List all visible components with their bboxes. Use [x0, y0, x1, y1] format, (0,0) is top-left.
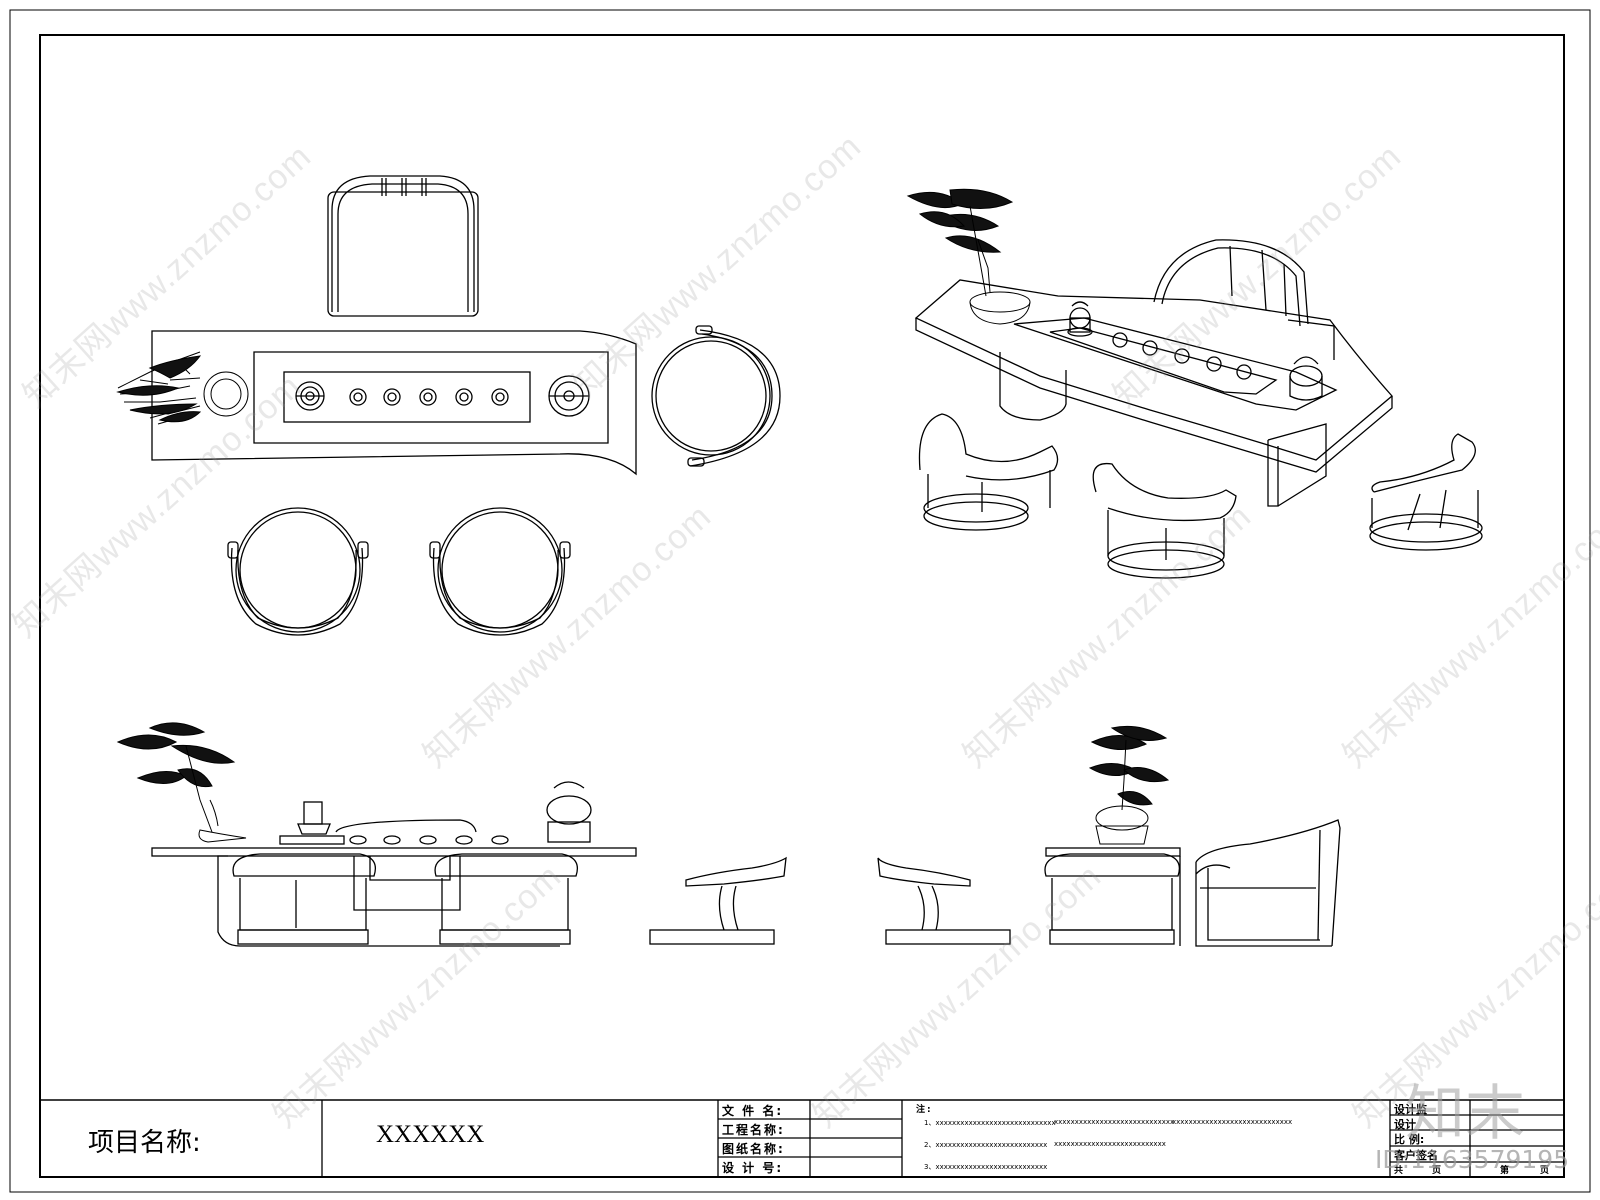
plan-chair-top — [327, 175, 479, 317]
front-plant-icon — [116, 722, 247, 843]
perspective-view — [906, 188, 1483, 579]
title-block — [40, 1099, 1564, 1177]
front-stool-right — [434, 853, 579, 945]
plan-chair-right — [651, 325, 781, 467]
front-side-chair-2 — [877, 857, 1011, 945]
plan-table-top — [151, 330, 637, 476]
sheet-page-label: 页 — [1540, 1166, 1550, 1176]
sheet-label: 第 — [1500, 1166, 1510, 1176]
note-1c: xxxxxxxxxxxxxxxxxxxxxxxxxxxxx — [1172, 1118, 1293, 1126]
perspective-chair-2 — [1092, 462, 1237, 579]
note-1a: 1、xxxxxxxxxxxxxxxxxxxxxxxxxxxxx — [924, 1119, 1056, 1127]
side-armchair — [1195, 819, 1341, 947]
client-sign-label: 客户签名 — [1394, 1149, 1438, 1162]
side-plant-icon — [1088, 725, 1170, 845]
notes-label: 注: — [916, 1105, 933, 1115]
scale-label: 比 例: — [1394, 1133, 1425, 1146]
brand-logo: 知末 — [1405, 1079, 1525, 1149]
front-stool-left — [232, 853, 377, 945]
project-name-label: 项目名称: — [88, 1128, 201, 1158]
design-number-label: 设 计 号: — [722, 1161, 784, 1175]
plan-view — [116, 175, 781, 636]
image-id: ID:1163579195 — [1375, 1145, 1570, 1174]
note-2b: xxxxxxxxxxxxxxxxxxxxxxxxxxx — [1054, 1140, 1166, 1148]
kettle-icon — [1067, 301, 1323, 401]
total-label: 共 — [1394, 1166, 1404, 1176]
front-kettle-icon — [279, 781, 592, 845]
note-2a: 2、xxxxxxxxxxxxxxxxxxxxxxxxxxx — [924, 1141, 1048, 1149]
front-side-chair-1 — [649, 856, 787, 945]
project-name-value: XXXXXX — [376, 1121, 485, 1148]
note-3: 3、xxxxxxxxxxxxxxxxxxxxxxxxxxx — [924, 1163, 1048, 1171]
plan-chair-left-bottom — [227, 507, 369, 636]
page-label: 页 — [1432, 1166, 1442, 1176]
plant-icon — [116, 351, 249, 425]
outer-border — [9, 9, 1591, 1193]
perspective-chair-back — [1153, 239, 1335, 360]
front-elevation — [116, 722, 1011, 947]
plan-chair-right-bottom — [429, 507, 571, 636]
engineering-name-label: 工程名称: — [722, 1123, 785, 1137]
designer-label: 设计 — [1394, 1118, 1416, 1131]
perspective-chair-1 — [918, 413, 1059, 531]
inner-border — [39, 34, 1565, 1178]
side-elevation — [1044, 725, 1341, 947]
design-review-label: 设计监 — [1394, 1103, 1427, 1116]
plan-tea-set — [295, 375, 590, 417]
side-stool — [1044, 853, 1181, 946]
perspective-plant-icon — [906, 188, 1031, 325]
file-name-label: 文 件 名: — [722, 1104, 784, 1118]
drawing-name-label: 图纸名称: — [722, 1142, 785, 1156]
note-1b: xxxxxxxxxxxxxxxxxxxxxxxxxxxxx — [1054, 1118, 1175, 1126]
perspective-chair-3 — [1369, 433, 1483, 551]
perspective-table-top — [914, 279, 1393, 461]
